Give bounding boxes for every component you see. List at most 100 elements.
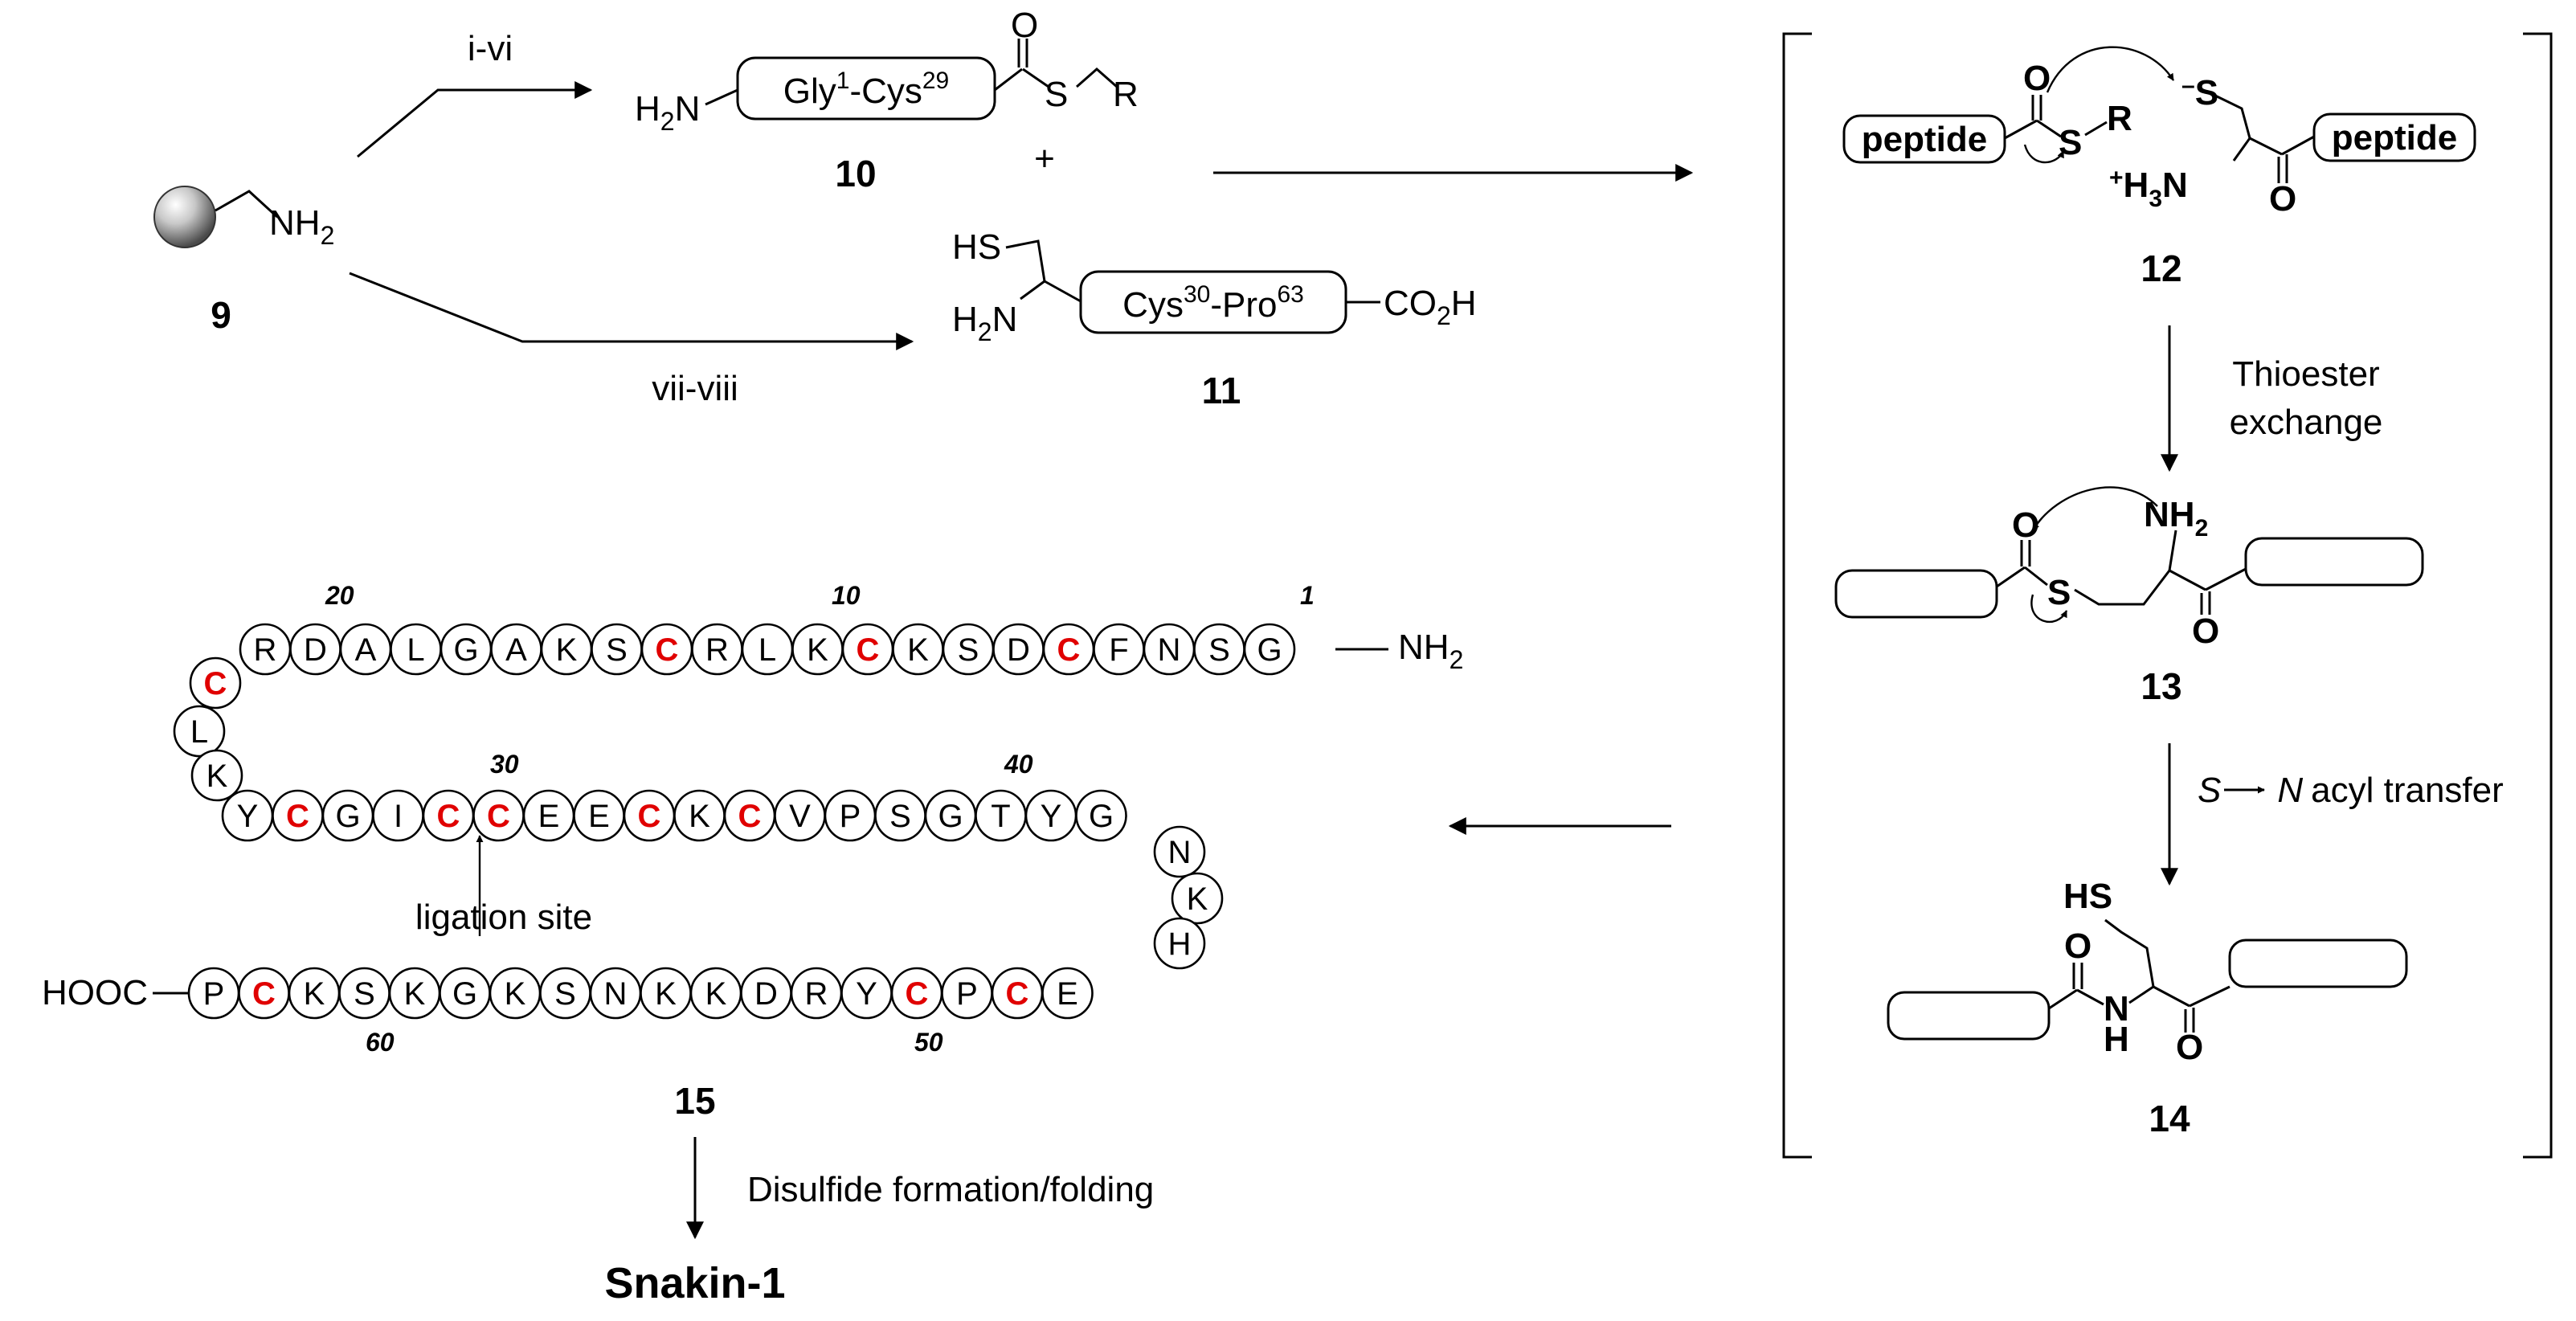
- residue-letter: R: [805, 976, 828, 1012]
- resin-bead-icon: [153, 186, 216, 248]
- n-terminus-amine: NH2: [1398, 628, 1463, 674]
- residue-row2-12: P: [824, 789, 877, 842]
- residue-letter: Y: [856, 976, 877, 1012]
- residue-row3-5: G: [439, 967, 491, 1020]
- residue-letter: C: [857, 632, 880, 668]
- residue-letter: F: [1109, 632, 1128, 668]
- product-snakin-1: Snakin-1: [604, 1259, 785, 1307]
- residue-row3-4: K: [388, 967, 441, 1020]
- c-terminus-acid: HOOC: [42, 973, 148, 1012]
- residue-letter: S: [354, 976, 375, 1012]
- residue-row1-9: R: [691, 623, 743, 676]
- residue-letter: C: [656, 632, 679, 668]
- peptide-box-13-right: [2244, 537, 2424, 587]
- residue-letter: K: [404, 976, 426, 1012]
- residue-circle: [1075, 789, 1127, 842]
- compound-label-9: 9: [211, 294, 231, 336]
- residue-row2-13: S: [874, 789, 926, 842]
- residue-letter: K: [807, 632, 828, 668]
- arrow-to-10: [357, 81, 593, 158]
- left-bracket: [1782, 32, 1812, 1159]
- residue-left_turn-0: C: [189, 656, 242, 710]
- residue-row2-16: Y: [1024, 789, 1077, 842]
- residue-letter: C: [437, 799, 460, 834]
- residue-row3-3: S: [338, 967, 390, 1020]
- residue-letter: C: [638, 799, 661, 834]
- svg-text:–S: –S: [2181, 72, 2218, 112]
- residue-letter: R: [254, 632, 277, 668]
- amine-terminus-10: H2N: [635, 89, 700, 136]
- svg-text:O: O: [1011, 6, 1038, 45]
- svg-text:H2N: H2N: [952, 300, 1017, 346]
- residue-row1-3: L: [390, 623, 442, 676]
- residue-letter: H: [1168, 926, 1192, 962]
- residue-letter: N: [604, 976, 628, 1012]
- compound-13: O S NH2 O 13: [1834, 486, 2424, 707]
- residue-letter: G: [452, 976, 477, 1012]
- svg-text:O: O: [2064, 926, 2091, 966]
- resin-amine: NH2: [269, 203, 334, 250]
- residue-letter: K: [655, 976, 677, 1012]
- peptide-box-12-right: [2312, 112, 2476, 162]
- residue-row2-1: C: [272, 789, 324, 842]
- residue-letter: A: [355, 632, 377, 668]
- residue-left_turn-2: K: [190, 749, 243, 802]
- residue-letter: Y: [1041, 799, 1062, 834]
- residue-row1-1: D: [289, 623, 341, 676]
- peptide-box-12-left: [1842, 114, 2006, 164]
- residue-row1-10: L: [741, 623, 794, 676]
- residue-letter: G: [453, 632, 478, 668]
- residue-letter: P: [840, 799, 861, 834]
- right-bracket: [2523, 32, 2553, 1159]
- svg-text:S: S: [1045, 75, 1068, 114]
- residue-row1-7: S: [591, 623, 643, 676]
- resin-compound-9: NH2 9: [153, 186, 334, 336]
- compound-label-10: 10: [835, 153, 876, 194]
- arrow-to-11: [349, 272, 914, 350]
- position-40: 40: [1004, 750, 1033, 779]
- residue-circle: [1243, 623, 1296, 676]
- residue-row1-15: D: [992, 623, 1045, 676]
- residue-row2-2: G: [321, 789, 374, 842]
- svg-text:CO2H: CO2H: [1384, 284, 1477, 330]
- residue-circle: [1171, 872, 1224, 925]
- residue-letter: C: [487, 799, 510, 834]
- residue-letter: G: [1257, 632, 1282, 668]
- residue-row3-6: K: [489, 967, 542, 1020]
- residue-row2-6: E: [522, 789, 575, 842]
- residue-right_turn-2: H: [1153, 917, 1206, 970]
- residue-row2-14: G: [924, 789, 977, 842]
- residue-row3-8: N: [589, 967, 642, 1020]
- svg-text:O: O: [2192, 611, 2219, 651]
- attack-arrow-13: [2031, 486, 2158, 531]
- reagent-label-to-10: i-vi: [468, 29, 513, 68]
- residue-letter: I: [394, 799, 403, 834]
- residue-letter: C: [1006, 976, 1029, 1012]
- svg-text:HS: HS: [2063, 877, 2112, 916]
- residue-letter: V: [789, 799, 811, 834]
- position-10: 10: [832, 581, 861, 610]
- residue-letter: E: [538, 799, 560, 834]
- residue-letter: C: [286, 799, 309, 834]
- residue-letter: S: [554, 976, 576, 1012]
- residue-letter: N: [1168, 835, 1192, 870]
- residue-row2-7: E: [573, 789, 625, 842]
- residue-letter: D: [1007, 632, 1030, 668]
- residue-row3-16: C: [991, 967, 1044, 1020]
- residue-letter: R: [705, 632, 729, 668]
- residue-letter: P: [956, 976, 978, 1012]
- residue-row3-0: P: [187, 967, 240, 1020]
- svg-text:O: O: [2023, 59, 2051, 98]
- residue-row3-1: C: [238, 967, 290, 1020]
- residue-row1-18: N: [1143, 623, 1196, 676]
- residue-row1-17: F: [1093, 623, 1145, 676]
- residue-row3-2: K: [288, 967, 341, 1020]
- residue-letter: G: [1089, 799, 1114, 834]
- peptide-label-cys30-pro63: Cys30-Pro63: [1122, 281, 1304, 325]
- peptide-box-14-right: [2228, 939, 2408, 988]
- resin-linker: [215, 190, 279, 219]
- residue-circle: [1041, 967, 1094, 1020]
- residue-circle: [173, 705, 226, 758]
- svg-text:peptide: peptide: [1862, 120, 1987, 159]
